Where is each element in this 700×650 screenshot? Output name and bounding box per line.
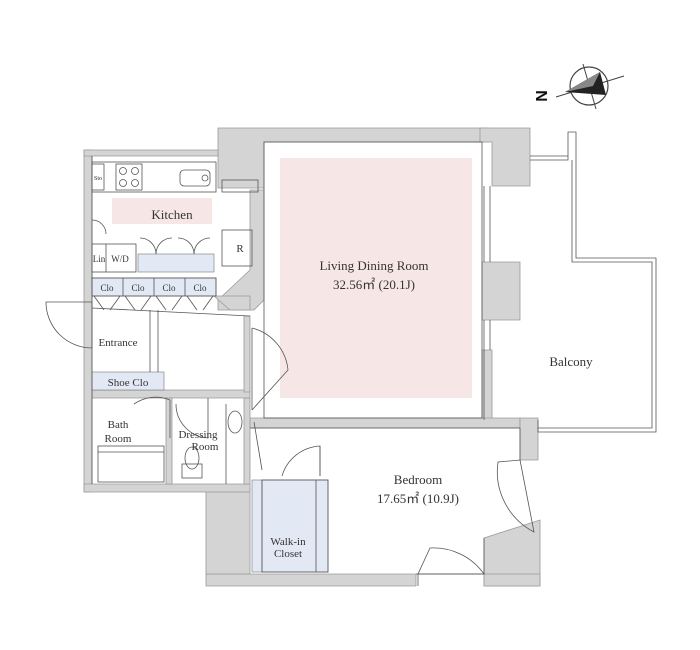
living-dining-area: 32.56㎡ (20.1J)	[333, 277, 415, 292]
bath-room-label-1: Bath	[108, 419, 129, 431]
wall-bedroom-top	[249, 417, 521, 429]
wall-column-lr	[481, 349, 493, 421]
wall-bedroom-right-top	[519, 417, 539, 461]
closet-label-4: Clo	[193, 283, 207, 293]
kitchen-sink	[179, 169, 211, 187]
walkin-closet-left-shelf	[251, 479, 263, 573]
kitchen-stove	[115, 163, 143, 191]
closet-label-3: Clo	[162, 283, 176, 293]
compass-icon	[555, 63, 625, 110]
bedroom-label: Bedroom	[394, 472, 442, 487]
compass-north-label: N	[534, 90, 551, 102]
wall-dressing-right	[243, 397, 251, 485]
kitchen-label: Kitchen	[151, 207, 193, 222]
kitchen-counter	[91, 161, 217, 193]
wall-kitchen-top	[83, 149, 219, 157]
wall-column-mr	[481, 261, 521, 321]
bath-room-label-2: Room	[105, 433, 132, 445]
dressing-room-label-1: Dressing	[178, 429, 218, 441]
walk-in-closet-label-2: Closet	[274, 548, 302, 560]
wall-left-outer	[83, 149, 93, 493]
walls	[83, 127, 541, 587]
balcony-label: Balcony	[549, 354, 593, 369]
interior-lines	[45, 141, 535, 586]
closet-label-2: Clo	[131, 283, 145, 293]
linen-label: Lin	[93, 254, 106, 264]
wall-bath-dressing	[165, 397, 173, 485]
wall-entrance-right	[243, 315, 251, 393]
wall-walkin-left	[205, 487, 251, 575]
closet-label-1: Clo	[100, 283, 114, 293]
wall-bottom-right	[483, 573, 541, 587]
refrigerator-label: R	[236, 243, 244, 255]
wall-bath-top	[91, 389, 251, 399]
kitchen-highlight	[112, 198, 212, 224]
wall-left-bottom	[83, 483, 251, 493]
shoe-closet-label: Shoe Clo	[108, 377, 149, 389]
living-dining-label: Living Dining Room	[319, 258, 428, 273]
bathtub	[97, 445, 165, 483]
wall-bottom	[205, 573, 417, 587]
walk-in-closet-label-1: Walk-in	[270, 536, 306, 548]
living-dining-highlight	[280, 158, 472, 398]
balcony-railing	[530, 131, 657, 433]
dressing-room-label-2: Room	[192, 441, 219, 453]
wall-column-tr	[479, 127, 531, 187]
wall-closet-corner	[212, 295, 251, 311]
storage-label: Sto	[94, 176, 102, 182]
bedroom-area: 17.65㎡ (10.9J)	[377, 491, 459, 506]
washer-dryer-label: W/D	[111, 254, 129, 264]
entrance-label: Entrance	[98, 337, 137, 349]
kitchen-cabinet-lower	[137, 253, 215, 273]
fridge-box	[221, 229, 253, 267]
walkin-closet-area	[261, 479, 329, 573]
